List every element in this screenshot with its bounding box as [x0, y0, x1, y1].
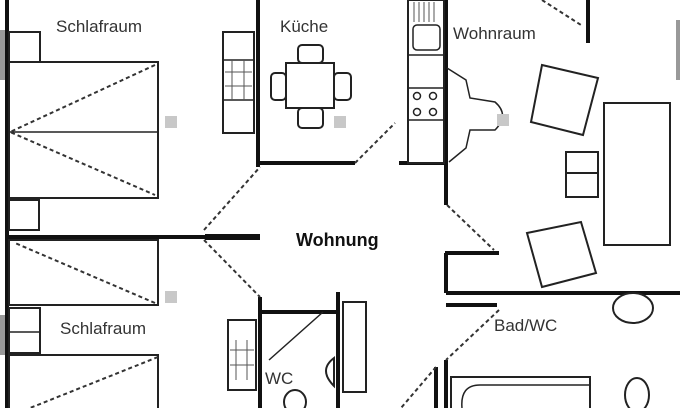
bathroom-fixtures [283, 292, 654, 408]
room-label-hallway: Wohnung [296, 230, 379, 250]
room-label-bedroom-top: Schlafraum [56, 17, 142, 36]
room-label-bedroom-bottom: Schlafraum [60, 319, 146, 338]
bedroom-bottom-furniture [8, 239, 257, 408]
markers [165, 114, 509, 303]
bedroom-top-furniture [7, 31, 255, 231]
room-label-living-room: Wohnraum [453, 24, 536, 43]
doors [203, 0, 582, 408]
room-label-bathroom: Bad/WC [494, 316, 557, 335]
room-label-wc: WC [265, 369, 293, 388]
living-room-furniture [525, 63, 671, 289]
room-label-kitchen: Küche [280, 17, 328, 36]
kitchen-furniture [270, 0, 445, 164]
